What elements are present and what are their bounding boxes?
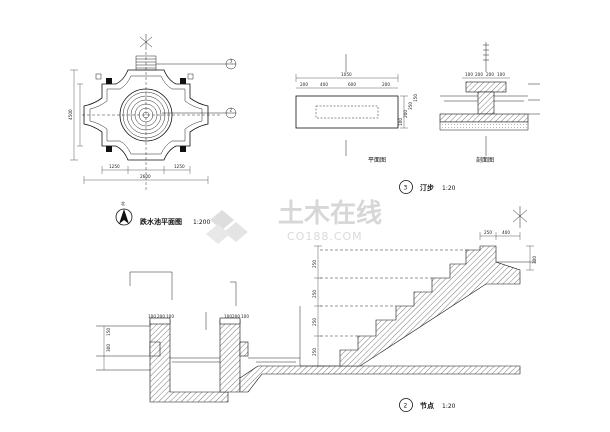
plan-dim-bottom-b: 1250 [174, 164, 185, 169]
cascade-section: 100 200 100 100 200 100 300 150 [96, 206, 537, 412]
watermark-logo-icon [206, 210, 248, 244]
detail-3-scale: 1:20 [442, 185, 456, 192]
step-section-caption: 剖面图 [476, 156, 494, 164]
stone-outline [295, 95, 399, 129]
plan-pool-center [142, 111, 150, 119]
plan-corner-mark [187, 73, 194, 80]
cascade-top-dims: 250 400 300 [479, 230, 537, 271]
cascade-step-dims: 250 250 250 250 [299, 245, 340, 367]
step-plan-vdim: 150 [413, 94, 418, 102]
section-top-dim: 200 [486, 72, 494, 77]
step-dim: 250 [312, 348, 317, 356]
right-wall-top-dim: 200 [232, 314, 240, 319]
fountain-plan: 3 2 4500 1250 1250 2600 [68, 34, 237, 226]
stone-cap-section [465, 81, 507, 93]
stone-inset [315, 105, 379, 119]
section-base-layer [439, 121, 529, 131]
plan-corner-post [106, 146, 112, 152]
plan-pool-ring [130, 99, 162, 131]
step-dim: 250 [312, 318, 317, 326]
step-plan-dim: 200 [300, 82, 308, 87]
plan-dim-left: 4500 [68, 109, 73, 120]
right-wall-top-dim: 100 [224, 314, 232, 319]
step-plan-dim: 600 [348, 82, 356, 87]
left-wall-top-dim: 200 [157, 314, 165, 319]
section-north-mark-icon [512, 206, 528, 228]
step-plan-dim: 400 [320, 82, 328, 87]
step-dim: 250 [312, 260, 317, 268]
cascade-steps [339, 245, 521, 367]
plan-pool-ring [126, 95, 166, 135]
section-top-dim: 100 [465, 72, 473, 77]
plan-inner-outline [89, 75, 203, 155]
watermark: 土木在线 CO188.COM [206, 199, 382, 244]
step-dim: 250 [312, 290, 317, 298]
side-dim: 300 [532, 256, 537, 264]
right-wall-top-dim: 100 [241, 314, 249, 319]
left-pool-wall: 100 200 100 100 200 100 300 150 [96, 271, 249, 403]
step-plan-vdim: 350 [408, 102, 413, 110]
watermark-brand: 土木在线 [278, 199, 382, 229]
detail-2-circle [399, 398, 413, 412]
plan-scale: 1:200 [193, 219, 210, 226]
detail-2-number: 2 [404, 403, 408, 410]
plan-corner-post [106, 78, 112, 84]
watermark-site: CO188.COM [287, 230, 363, 243]
plan-outer-outline [83, 69, 209, 161]
top-dim: 250 [484, 230, 492, 235]
step-plan-vdim: 100 [398, 118, 403, 126]
plan-pool-ring [138, 107, 154, 123]
plan-pool-ring [134, 103, 158, 127]
plan-left-dimensions: 4500 [68, 69, 83, 161]
north-arrow-top-icon [139, 34, 153, 50]
detail-3-name: 汀步 [420, 183, 434, 192]
left-wall-top-dim: 100 [166, 314, 174, 319]
plan-entry-steps [135, 55, 157, 71]
callout-2-label: 2 [230, 108, 233, 113]
north-label: 北 [121, 200, 126, 207]
left-wall-vdim: 300 [106, 344, 111, 352]
section-top-dim: 100 [497, 72, 505, 77]
detail-2-title: 2 节点 1:20 [399, 398, 456, 412]
channel-base [239, 365, 521, 393]
plan-dim-bottom-a: 1250 [109, 164, 120, 169]
section-top-dim: 200 [475, 72, 483, 77]
stepping-stone-plan: 1050 200 400 600 200 100 200 350 150 平面图 [295, 54, 418, 164]
left-wall-vdim: 150 [106, 328, 111, 336]
detail-3-title: 3 汀步 1:20 [399, 180, 456, 194]
plan-pool-outer-ring [119, 88, 173, 142]
step-plan-caption: 平面图 [368, 157, 386, 164]
step-plan-vdim: 200 [403, 110, 408, 118]
plan-pool-ring [122, 91, 170, 139]
detail-2-scale: 1:20 [442, 403, 456, 410]
detail-3-circle [399, 180, 413, 194]
plan-dim-bottom-total: 2600 [140, 174, 151, 179]
detail-3-number: 3 [404, 185, 408, 192]
step-plan-top-dim: 1050 [341, 72, 352, 77]
plan-corner-post [180, 78, 186, 84]
plan-bottom-dimensions: 1250 1250 2600 [83, 164, 209, 184]
plan-corner-mark [95, 73, 102, 80]
section-slab [439, 113, 529, 123]
stepping-stone-section: 100 200 200 100 剖面图 [439, 42, 540, 164]
callout-3-label: 3 [230, 59, 233, 64]
stone-pier-section [477, 91, 495, 115]
left-wall-top-dim: 100 [148, 314, 156, 319]
detail-2-name: 节点 [420, 401, 434, 410]
north-arrow-icon: 北 [115, 200, 133, 226]
step-plan-dim: 200 [382, 82, 390, 87]
top-dim: 400 [502, 230, 510, 235]
plan-title: 跌水池平面图 [140, 217, 182, 226]
plan-corner-post [180, 146, 186, 152]
